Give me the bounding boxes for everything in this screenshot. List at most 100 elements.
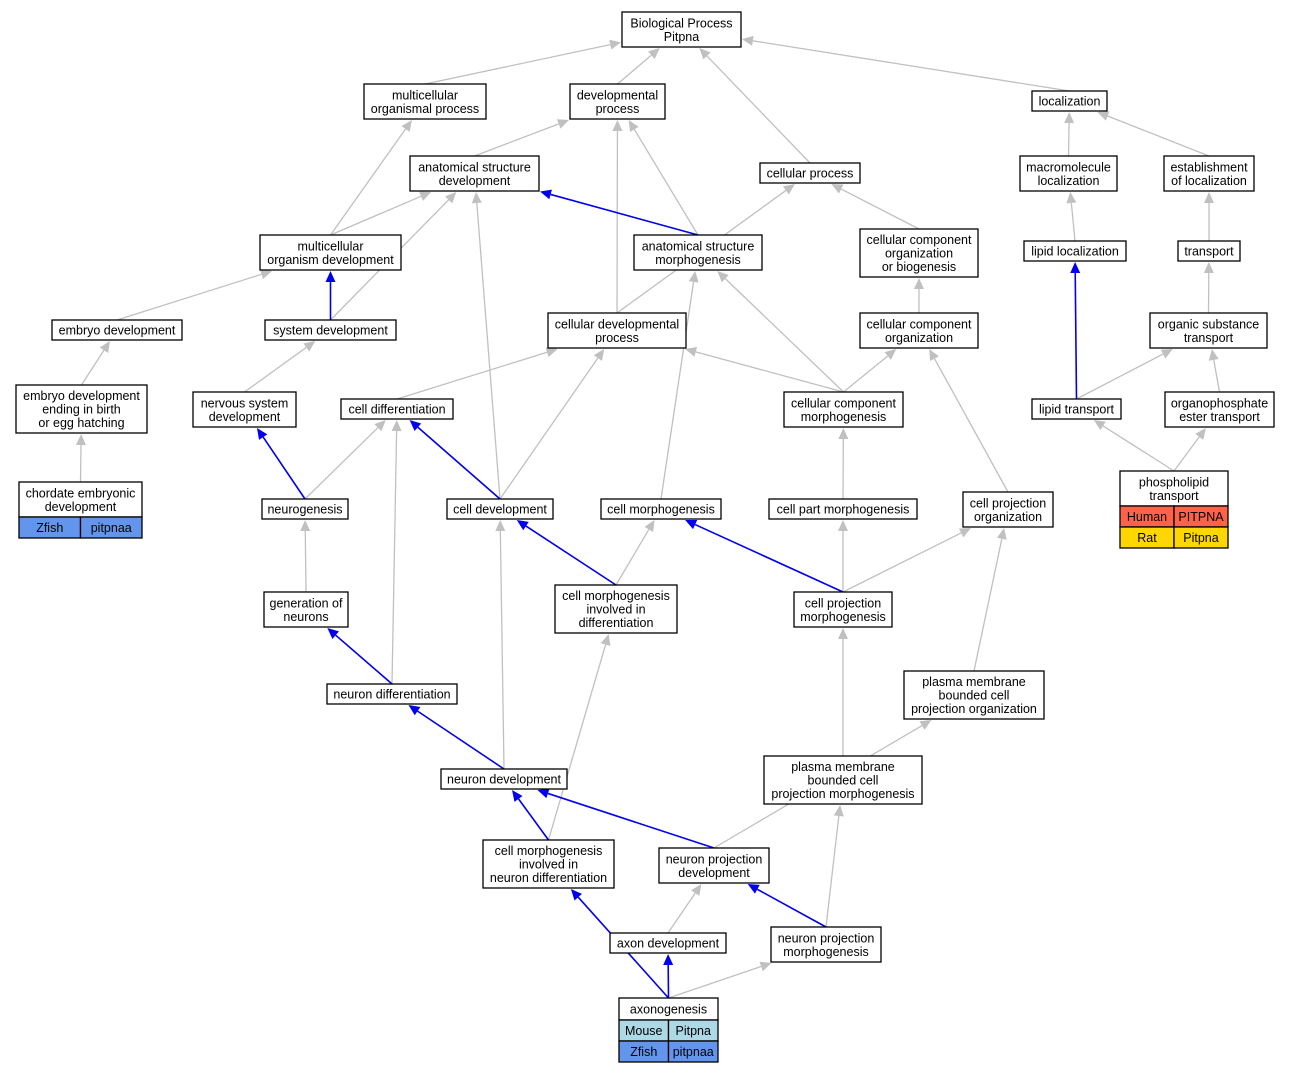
go-term-ltr[interactable]: lipid transport: [1031, 398, 1122, 420]
go-term-box: [261, 498, 349, 520]
go-term-box: [15, 384, 148, 434]
edge-line: [335, 634, 393, 685]
go-term-box: [768, 498, 918, 520]
edge-axd-to-npd: [667, 884, 702, 934]
go-term-ndiff[interactable]: neuron differentiation: [326, 683, 458, 705]
edge-line: [706, 55, 811, 164]
edge-arrowhead: [914, 278, 924, 289]
go-term-label-line: cell projection: [970, 496, 1046, 510]
edge-line: [417, 710, 505, 770]
go-term-cmorph[interactable]: cell morphogenesis: [600, 498, 722, 520]
edge-line: [933, 358, 1009, 493]
go-term-label-line: ending in birth: [42, 403, 121, 417]
go-term-label-line: morphogenesis: [783, 945, 868, 959]
go-term-label-line: localization: [1039, 95, 1101, 109]
edge-oet-to-ost: [1208, 349, 1221, 393]
go-term-label-line: establishment: [1170, 160, 1248, 174]
edge-npm-to-npd: [747, 884, 827, 928]
edge-plt-to-ltr: [1093, 420, 1175, 472]
go-term-box: [363, 83, 487, 120]
edge-line: [615, 529, 650, 586]
go-term-embd[interactable]: embryo development: [51, 319, 183, 341]
go-term-box: [482, 839, 615, 889]
edge-arrowhead: [540, 189, 552, 200]
edge-cmorph-to-asm: [660, 271, 699, 500]
edge-line: [244, 346, 307, 393]
go-term-cpm[interactable]: cell part morphogenesis: [768, 498, 918, 520]
edge-line: [695, 351, 844, 393]
edge-cdev-to-cdiff: [409, 420, 501, 500]
go-term-box: [1031, 398, 1122, 420]
edge-mml-to-loc: [1064, 112, 1075, 157]
edge-arrowhead: [600, 634, 611, 646]
edge-ndev-to-cdev: [495, 520, 506, 770]
go-term-box: [554, 584, 678, 634]
go-term-box: [962, 491, 1054, 528]
edge-arrowhead: [495, 520, 506, 532]
go-term-label-line: differentiation: [579, 616, 654, 630]
go-term-box: [409, 155, 540, 192]
edge-line: [1107, 115, 1210, 157]
edge-arrowhead: [838, 628, 848, 639]
go-term-cdev[interactable]: cell development: [446, 498, 554, 520]
edge-cpmorph-to-cmorph: [685, 520, 844, 593]
go-term-label-line: cellular component: [791, 396, 896, 410]
edge-line: [1102, 425, 1175, 472]
go-term-tr[interactable]: transport: [1177, 240, 1241, 262]
edge-line: [499, 530, 505, 770]
go-term-ndev[interactable]: neuron development: [440, 768, 568, 790]
edge-arrowhead: [593, 349, 605, 361]
go-term-cdiff[interactable]: cell differentiation: [340, 398, 454, 420]
go-term-sysd[interactable]: system development: [264, 319, 397, 341]
go-term-box: [621, 11, 742, 48]
go-term-box: [1023, 240, 1127, 262]
go-term-label-line: involved in: [519, 858, 578, 872]
go-term-box: [1019, 155, 1118, 192]
go-term-loc[interactable]: localization: [1031, 90, 1108, 112]
go-term-cp[interactable]: cellular process: [759, 162, 861, 184]
edge-arrowhead: [1195, 428, 1206, 440]
edge-arrowhead: [688, 271, 699, 283]
edge-cmid-to-cdev: [516, 520, 617, 586]
go-term-label-line: macromolecule: [1026, 160, 1111, 174]
go-term-label-line: multicellular: [298, 239, 364, 253]
edge-arrowhead: [76, 434, 87, 446]
go-term-lloc[interactable]: lipid localization: [1023, 240, 1127, 262]
go-term-label-line: nervous system: [201, 396, 289, 410]
go-term-box: [859, 312, 979, 349]
edge-arrowhead: [408, 705, 421, 716]
edge-arrowhead: [691, 884, 702, 896]
go-term-box: [658, 847, 770, 884]
go-term-label-line: transport: [1184, 331, 1234, 345]
go-term-axd[interactable]: axon development: [609, 932, 727, 954]
go-term-ngen[interactable]: neurogenesis: [261, 498, 349, 520]
